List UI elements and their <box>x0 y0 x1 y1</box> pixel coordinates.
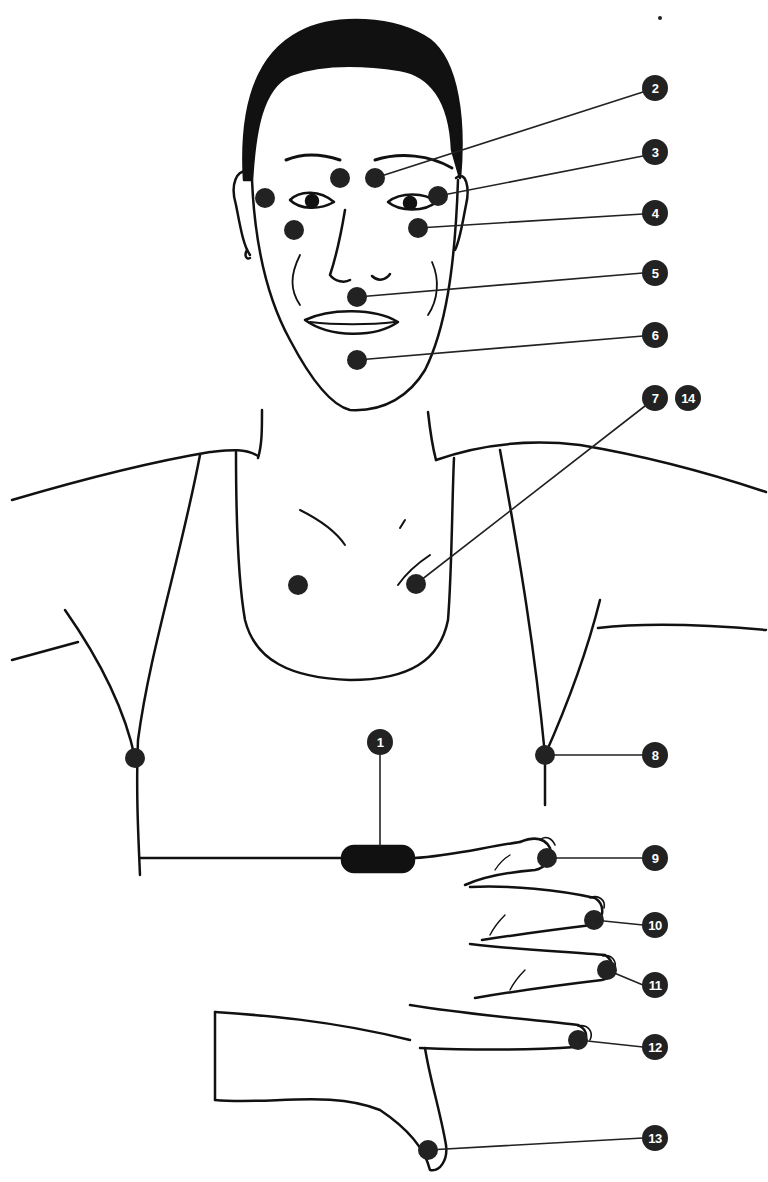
leader-line <box>545 754 643 756</box>
collarbone <box>400 520 405 528</box>
leader-line <box>418 214 643 228</box>
point-dot <box>284 220 304 240</box>
callout-number: 6 <box>642 322 668 348</box>
callout-number: 8 <box>642 742 668 768</box>
mouth <box>305 311 398 334</box>
leader-line <box>357 273 643 297</box>
leader-line <box>578 1040 643 1047</box>
callout-number: 11 <box>642 972 668 998</box>
leader-line <box>375 92 643 178</box>
callout-number: 12 <box>642 1034 668 1060</box>
leader-line <box>438 156 643 196</box>
callout-number: 3 <box>642 139 668 165</box>
left-ear <box>234 171 250 255</box>
tapping-points <box>125 16 662 1160</box>
under-arm-line <box>414 842 520 858</box>
callout-number: 9 <box>642 845 668 871</box>
thumb <box>215 1048 446 1170</box>
leader-line <box>428 1138 643 1150</box>
leader-line <box>416 406 645 584</box>
callout-number: 4 <box>642 200 668 226</box>
tank-left-side <box>137 455 200 875</box>
hair <box>243 20 461 180</box>
neck-left <box>258 410 262 458</box>
middle-finger <box>470 887 602 940</box>
callout-number: 2 <box>642 75 668 101</box>
ring-finger <box>470 944 612 998</box>
right-arm <box>598 625 766 630</box>
ear-lobe <box>246 250 250 258</box>
left-armpit <box>65 610 135 758</box>
leader-line <box>607 970 643 985</box>
callout-number: 14 <box>675 385 701 411</box>
collarbone <box>300 510 345 545</box>
index-finger <box>465 839 550 885</box>
point-dot <box>330 168 350 188</box>
left-shoulder <box>12 450 258 500</box>
left-eye <box>290 193 334 208</box>
nose <box>330 210 350 282</box>
nose-right <box>372 274 390 280</box>
right-ear <box>455 176 468 250</box>
left-arm <box>12 642 78 660</box>
neck-right <box>428 412 436 460</box>
right-shoulder <box>436 443 766 492</box>
fingernail <box>540 838 555 845</box>
stray-dot <box>658 16 662 20</box>
leader-line <box>547 857 643 859</box>
right-armpit <box>545 600 600 755</box>
face-outline <box>252 180 458 410</box>
wrist-edge <box>214 1012 217 1100</box>
fingernail <box>590 897 604 908</box>
leader-lines <box>357 92 645 1150</box>
knuckle-crease <box>490 915 505 935</box>
leader-line <box>379 755 381 846</box>
point-dot <box>125 748 145 768</box>
left-pupil <box>306 195 318 207</box>
side-of-hand-bar <box>342 846 414 872</box>
point-dot <box>288 575 308 595</box>
cheek-line <box>293 255 301 305</box>
callout-number: 13 <box>642 1125 668 1151</box>
point-dot <box>255 188 275 208</box>
leader-line <box>594 920 643 925</box>
callout-number: 10 <box>642 912 668 938</box>
callout-number: 7 <box>642 385 668 411</box>
left-eyebrow <box>286 155 340 160</box>
callout-number: 1 <box>367 729 393 755</box>
tank-neckline <box>236 452 454 680</box>
callout-number: 5 <box>642 260 668 286</box>
knuckle-crease <box>495 855 510 870</box>
leader-line <box>357 336 643 360</box>
hand-edge <box>215 1012 410 1040</box>
knuckle-crease <box>510 970 525 990</box>
cheek-line <box>428 262 437 315</box>
under-arm-line <box>140 857 345 860</box>
lip-line <box>310 322 395 324</box>
right-pupil <box>404 197 416 209</box>
little-finger <box>410 1005 586 1049</box>
